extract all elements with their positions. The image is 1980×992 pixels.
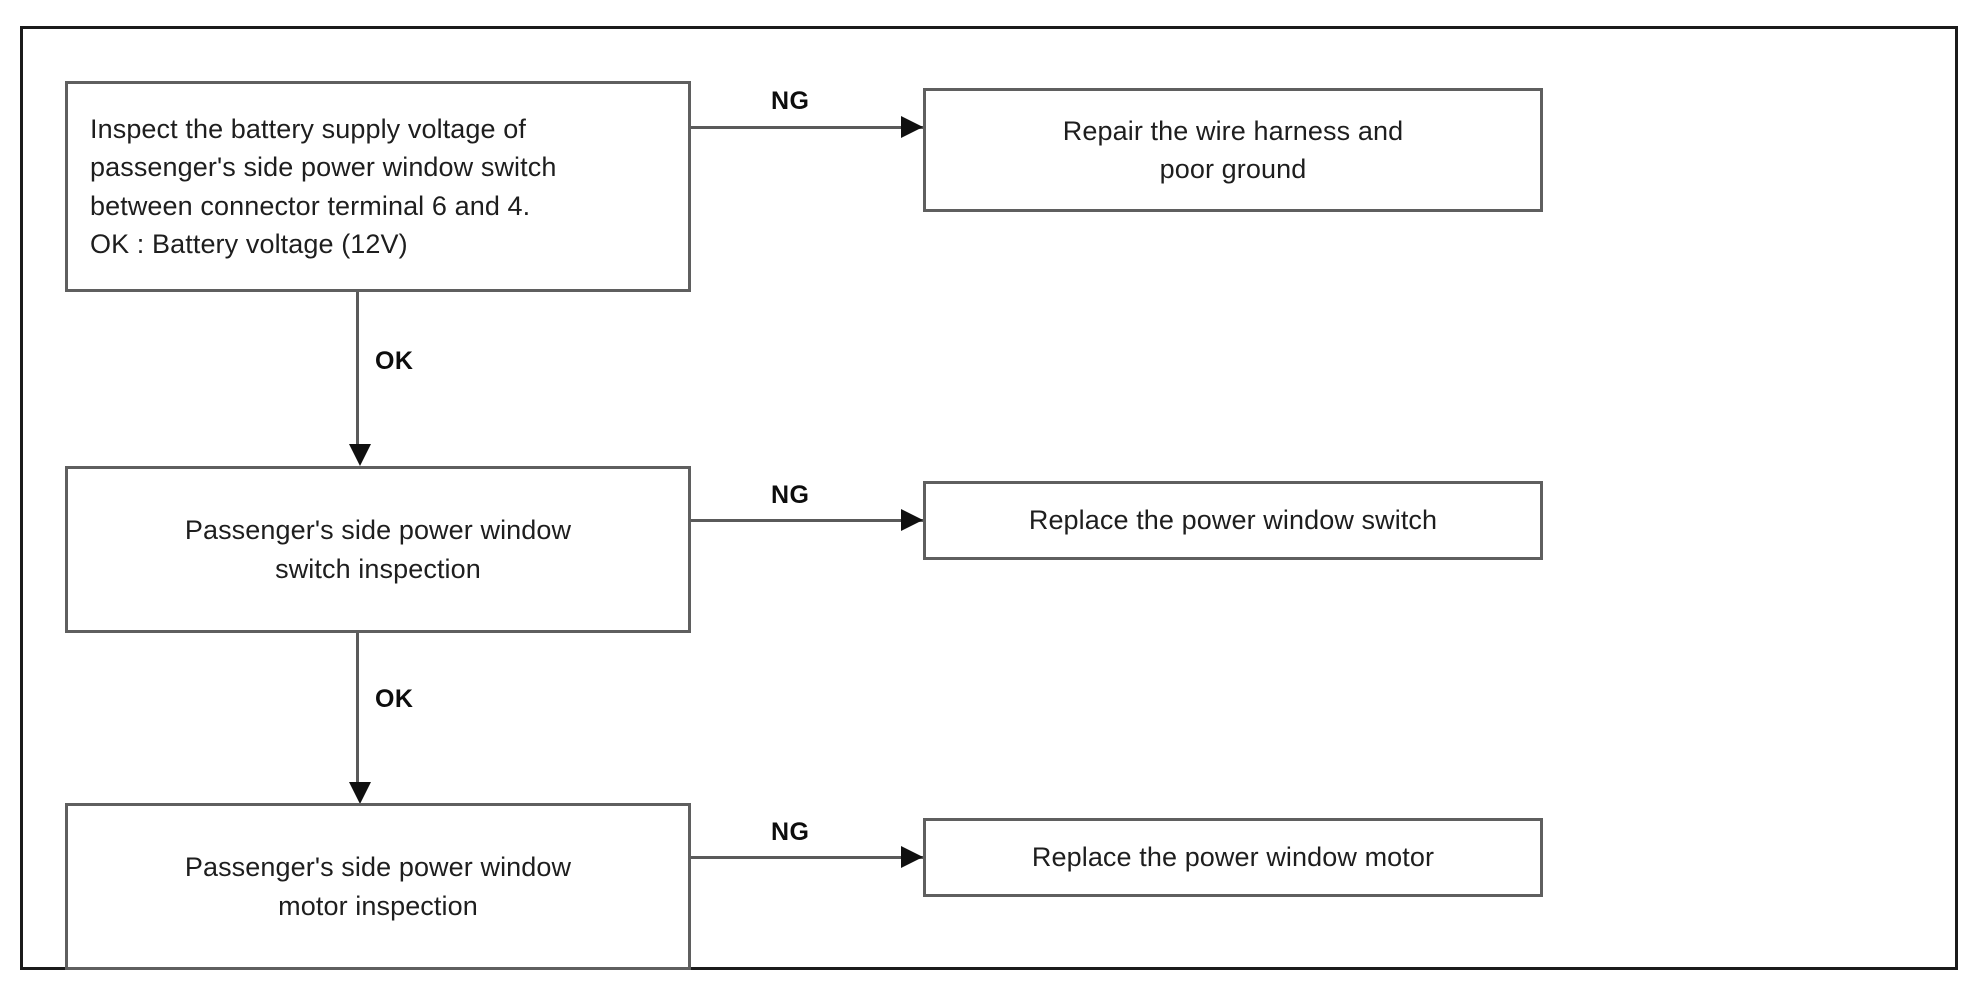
edge-label-ok-1: OK	[375, 347, 414, 375]
flow-box-switch-inspection-text: Passenger's side power window switch ins…	[184, 515, 572, 584]
flow-box-switch-inspection[interactable]: Passenger's side power window switch ins…	[65, 466, 691, 633]
connector-ng-1-line	[691, 126, 927, 129]
connector-ng-2-line	[691, 519, 927, 522]
edge-label-ok-2: OK	[375, 685, 414, 713]
edge-label-ng-2: NG	[771, 481, 810, 509]
flow-box-repair-harness[interactable]: Repair the wire harness and poor ground	[923, 88, 1543, 212]
arrow-down-icon-ok-1	[349, 444, 371, 466]
flow-box-replace-motor[interactable]: Replace the power window motor	[923, 818, 1543, 897]
arrow-right-icon-ng-2	[901, 509, 923, 531]
flow-box-inspect-voltage-text: Inspect the battery supply voltage of pa…	[90, 113, 557, 259]
flow-box-replace-switch[interactable]: Replace the power window switch	[923, 481, 1543, 560]
flow-box-inspect-voltage[interactable]: Inspect the battery supply voltage of pa…	[65, 81, 691, 292]
arrow-down-icon-ok-2	[349, 782, 371, 804]
diagram-outer-frame: Inspect the battery supply voltage of pa…	[20, 26, 1958, 970]
connector-ng-3-line	[691, 856, 927, 859]
flow-box-motor-inspection[interactable]: Passenger's side power window motor insp…	[65, 803, 691, 970]
flow-box-motor-inspection-text: Passenger's side power window motor insp…	[184, 852, 572, 921]
connector-ok-2-line	[356, 633, 359, 787]
flow-box-replace-switch-text: Replace the power window switch	[1028, 505, 1438, 536]
flow-box-replace-motor-text: Replace the power window motor	[1031, 842, 1435, 873]
edge-label-ng-1: NG	[771, 87, 810, 115]
connector-ok-1-line	[356, 292, 359, 449]
arrow-right-icon-ng-3	[901, 846, 923, 868]
edge-label-ng-3: NG	[771, 818, 810, 846]
arrow-right-icon-ng-1	[901, 116, 923, 138]
flow-box-repair-harness-text: Repair the wire harness and poor ground	[1062, 115, 1404, 184]
